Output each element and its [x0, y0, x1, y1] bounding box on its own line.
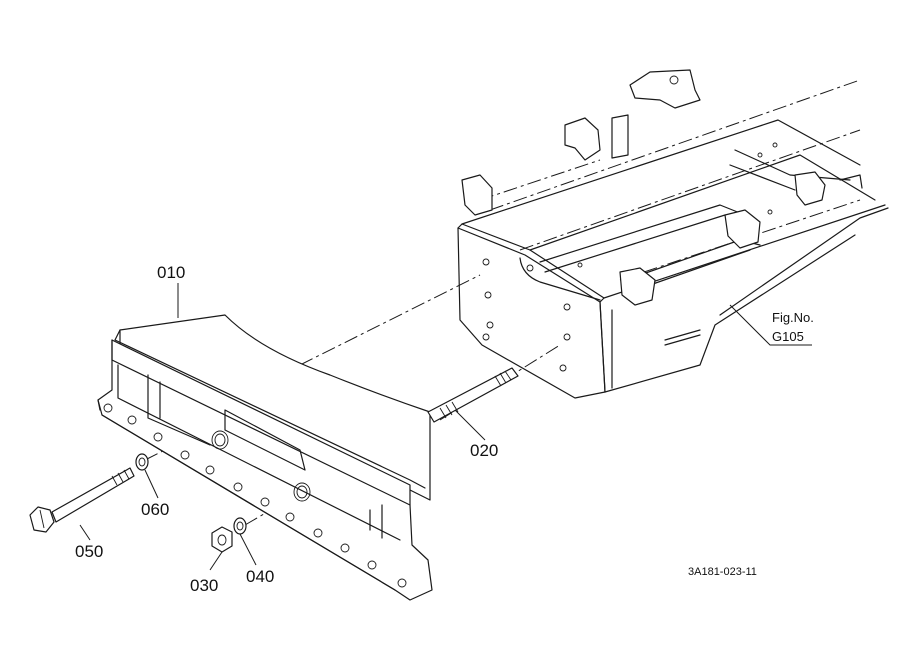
hex-bolt-050	[29, 467, 135, 533]
leader-figref	[729, 304, 812, 346]
spring-washer-040	[233, 517, 247, 535]
front-bracket-010	[97, 314, 433, 601]
hex-nut-030	[211, 526, 233, 553]
label-020: 020	[470, 441, 498, 460]
tractor-frame	[457, 69, 889, 399]
figure-ref-line2[interactable]: G105	[772, 329, 804, 344]
leader-050	[79, 524, 91, 541]
label-060: 060	[141, 500, 169, 519]
leader-040	[239, 533, 257, 566]
label-010: 010	[157, 263, 185, 282]
leader-020	[454, 409, 486, 441]
leader-030	[209, 551, 223, 571]
label-030: 030	[190, 576, 218, 595]
figure-ref-line1[interactable]: Fig.No.	[772, 310, 814, 325]
alignment-line-upper	[299, 274, 481, 366]
leader-060	[144, 469, 159, 499]
label-050: 050	[75, 542, 103, 561]
stud-bolt-020	[427, 367, 519, 423]
label-040: 040	[246, 567, 274, 586]
spring-washer-060	[135, 453, 149, 471]
drawing-code: 3A181-023-11	[688, 566, 757, 578]
